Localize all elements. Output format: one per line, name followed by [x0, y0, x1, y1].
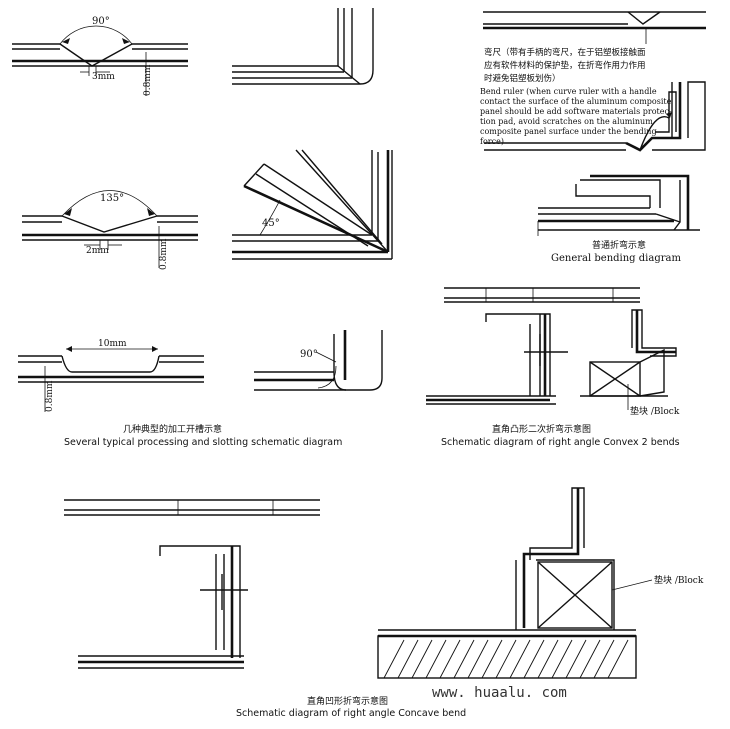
angle-90-label: 90° [92, 16, 110, 27]
convex-caption-en: Schematic diagram of right angle Convex … [441, 437, 680, 448]
ruler-note-en-5: composite panel surface under the bendin… [480, 127, 657, 136]
ruler-note-cn-2: 应有软件材料的保护垫，在折弯作用力作用 [484, 60, 646, 71]
width-3mm-label: 3mm [92, 72, 115, 82]
angle-45-label: 45° [262, 218, 280, 229]
width-2mm-label: 2mm [86, 246, 109, 256]
ruler-note-en-3: panel should be add software materials p… [480, 107, 672, 116]
angle-135-label: 135° [100, 193, 124, 204]
watermark: www. huaalu. com [432, 685, 567, 701]
ruler-note-cn-3: 时避免铝塑板划伤） [484, 73, 561, 84]
ruler-note-en-6: force) [480, 137, 504, 146]
bend-ruler-diagram: 弯尺（带有手柄的弯尺，在于铝塑板接触面 应有软件材料的保护垫，在折弯作用力作用 … [480, 11, 706, 152]
thickness-08mm-label-b: 0.8mm [159, 238, 169, 270]
convex-two-bends-diagram: 垫块 /Block 直角凸形二次折弯示意图 Schematic diagram … [426, 287, 680, 448]
right-angle-bend-diagram [232, 8, 374, 85]
floor-hatching [383, 639, 629, 679]
concave-caption-cn: 直角凹形折弯示意图 [307, 695, 388, 707]
slotting-caption-en: Several typical processing and slotting … [64, 437, 342, 448]
ruler-note-en-2: contact the surface of the aluminum comp… [480, 97, 672, 106]
concave-bend-diagram: 垫块 /Block www. huaalu. com 直角凹形折弯示意图 Sch… [64, 487, 704, 719]
concave-caption-en: Schematic diagram of right angle Concave… [236, 708, 466, 719]
convex-caption-cn: 直角凸形二次折弯示意图 [492, 423, 591, 435]
v-groove-135-diagram: 135° 2mm 0.8mm [22, 190, 198, 270]
thickness-08mm-label-a: 0.8mm [143, 64, 153, 96]
block-label-a: 垫块 /Block [630, 405, 680, 417]
general-bending-diagram: 普通折弯示意 General bending diagram [537, 174, 700, 264]
thickness-08mm-label-c: 0.8mm [45, 380, 55, 412]
ruler-note-en-1: Bend ruler (when curve ruler with a hand… [480, 87, 657, 96]
ruler-note-en-4: tion pad, avoid scratches on the aluminu… [480, 117, 653, 126]
block-label-b: 垫块 /Block [654, 574, 704, 586]
angle-90-b-label: 90° [300, 349, 318, 360]
general-bending-caption-en: General bending diagram [551, 253, 681, 264]
ruler-note-cn-1: 弯尺（带有手柄的弯尺，在于铝塑板接触面 [484, 47, 646, 58]
general-bending-caption-cn: 普通折弯示意 [592, 239, 646, 251]
slotting-caption-cn: 几种典型的加工开槽示意 [123, 423, 222, 435]
flat-groove-10mm-diagram: 10mm 0.8mm 几种典型的加工开槽示意 Several typical p… [18, 339, 342, 448]
bend-90-rounded-diagram: 90° [254, 330, 383, 391]
bend-45-diagram: 45° [232, 149, 393, 260]
width-10mm-label: 10mm [98, 339, 127, 349]
v-groove-90-diagram: 90° 3mm 0.8mm [12, 16, 188, 96]
